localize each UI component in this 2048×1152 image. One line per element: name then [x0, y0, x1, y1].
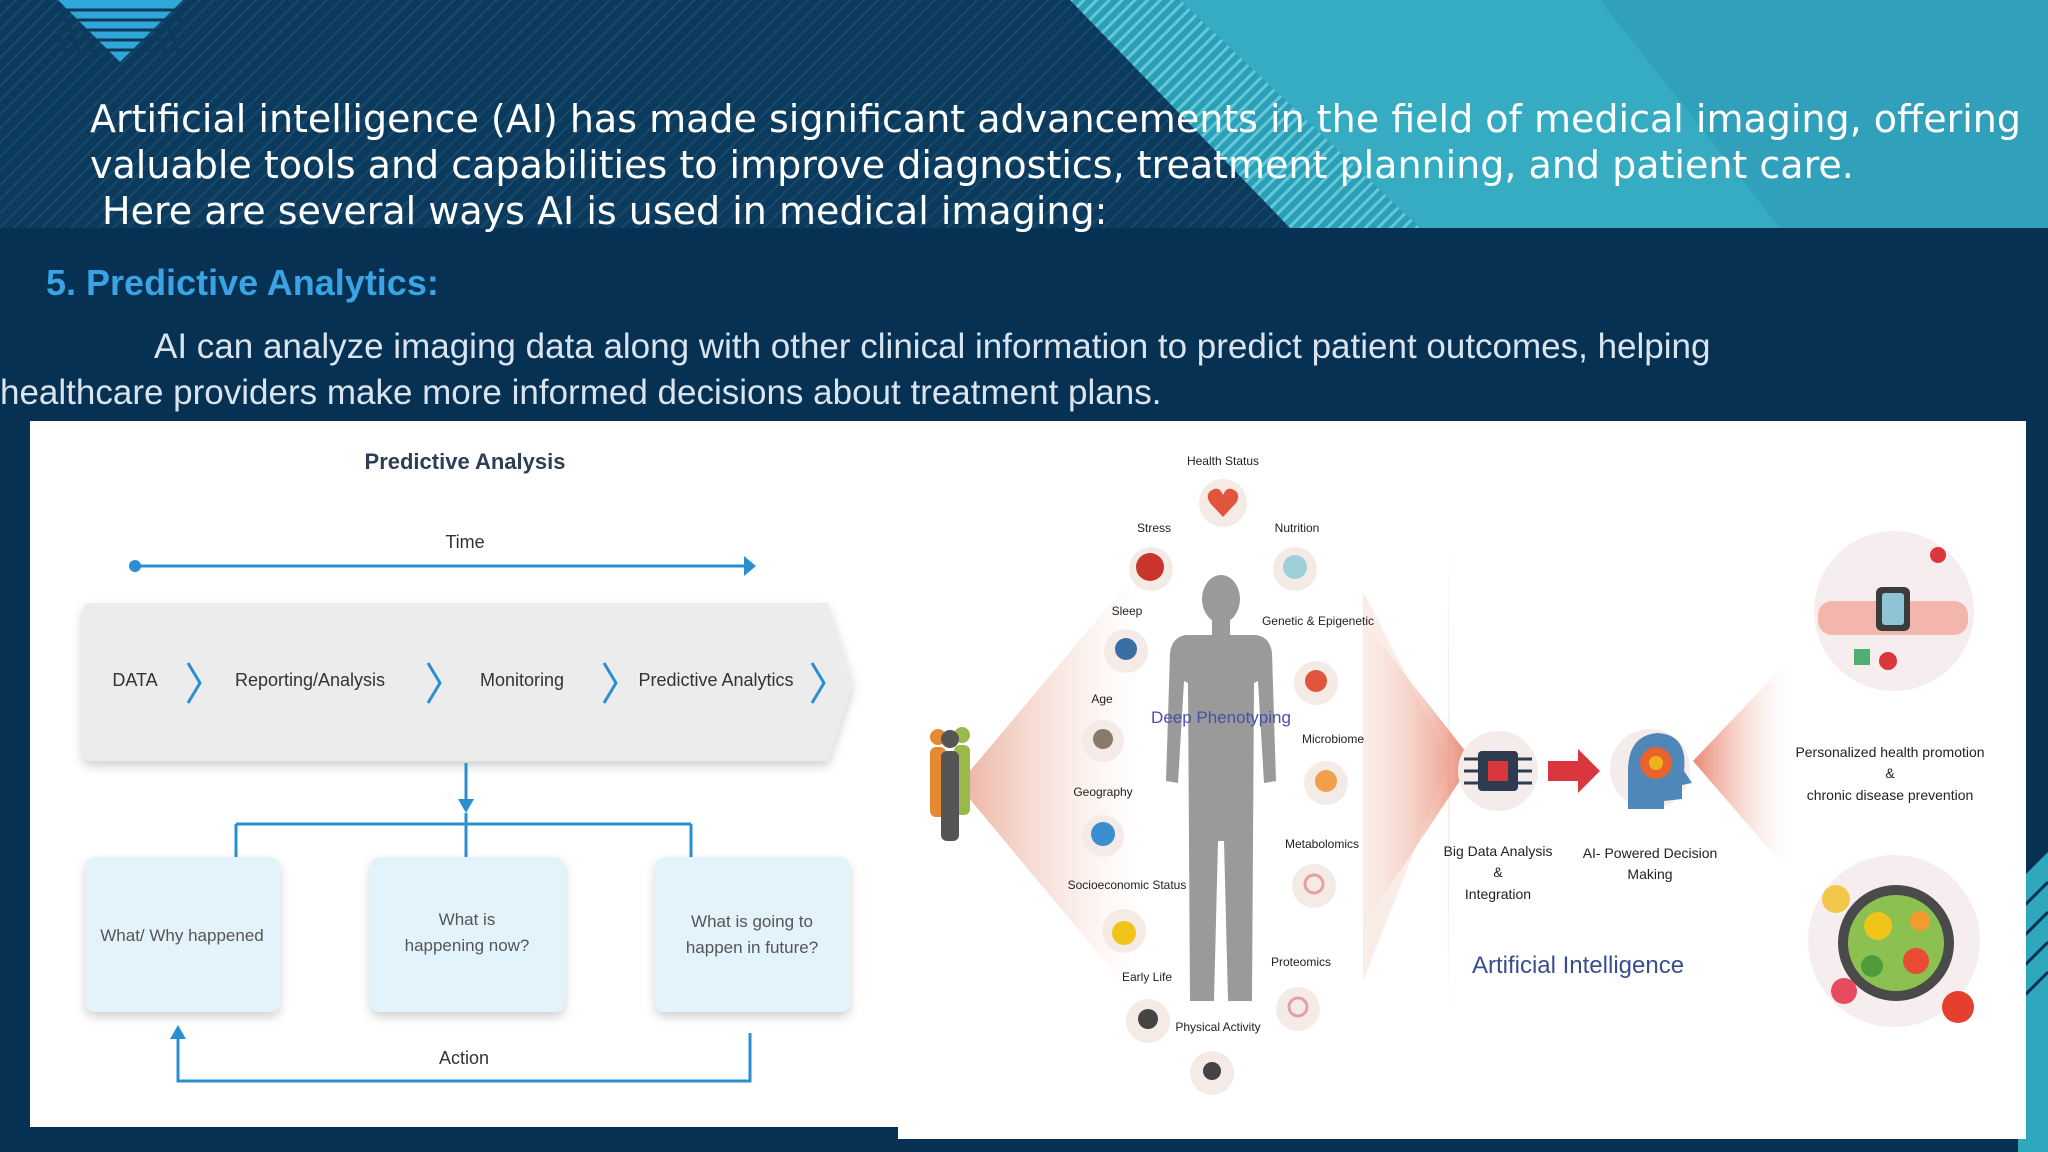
chevron-right-icon	[426, 662, 442, 704]
human-silhouette-icon	[1166, 575, 1276, 1001]
factor-label: Genetic & Epigenetic	[1262, 614, 1374, 628]
stages-band	[82, 603, 853, 761]
intro-paragraph: Artificial intelligence (AI) has made si…	[90, 96, 2021, 234]
diagram-title: Predictive Analysis	[365, 449, 566, 474]
healthy-food-icon	[1808, 855, 1980, 1027]
factor-label: Socioeconomic Status	[1068, 878, 1187, 892]
intro-line: Here are several ways AI is used in medi…	[102, 189, 1108, 233]
chevron-right-icon	[602, 662, 618, 704]
header-band	[0, 0, 2048, 228]
big-data-label: Integration	[1465, 886, 1531, 902]
intro-line: Artificial intelligence (AI) has made si…	[90, 97, 2021, 141]
factor-label: Stress	[1137, 521, 1171, 535]
predictive-analysis-diagram: Predictive Analysis Time DATA Reporting/…	[82, 449, 853, 1083]
right-arrow-icon	[1548, 749, 1600, 793]
factor-label: Age	[1091, 692, 1113, 706]
time-arrowhead	[744, 556, 756, 576]
stage-reporting: Reporting/Analysis	[235, 670, 385, 690]
factor-label: Proteomics	[1271, 955, 1331, 969]
funnel-left	[958, 571, 1138, 1001]
up-arrow-icon	[170, 1025, 186, 1039]
action-label: Action	[439, 1048, 489, 1068]
box-past-text: What/ Why happened	[100, 926, 263, 945]
body-paragraph: AI can analyze imaging data along with o…	[0, 324, 2000, 416]
box-future-text: happen in future?	[686, 938, 818, 957]
predictive-analysis-figure: Predictive Analysis Time DATA Reporting/…	[30, 421, 898, 1127]
chevron-right-icon	[810, 662, 826, 704]
time-start-dot	[129, 560, 141, 572]
branch-connectors	[234, 763, 693, 857]
deep-phenotyping-diagram: Deep Phenotyping	[930, 454, 1985, 1095]
funnel-to-ai	[1360, 617, 1473, 931]
time-label: Time	[445, 532, 484, 552]
factor-label: Sleep	[1112, 604, 1143, 618]
chevron-right-icon	[186, 662, 202, 704]
box-future	[655, 857, 850, 1012]
metabolomics-icon	[1292, 864, 1336, 908]
box-past	[85, 857, 280, 1012]
big-data-label: Big Data Analysis	[1444, 843, 1553, 859]
big-data-chip-icon	[1458, 731, 1538, 811]
factor-label: Microbiome	[1302, 732, 1364, 746]
factor-label: Metabolomics	[1285, 837, 1359, 851]
box-present-text: happening now?	[405, 936, 530, 955]
intro-line: valuable tools and capabilities to impro…	[90, 143, 1854, 187]
funnel-to-outcomes	[1693, 661, 1788, 871]
outcome-label: &	[1885, 765, 1895, 781]
factor-label: Health Status	[1187, 454, 1259, 468]
factor-label: Early Life	[1122, 970, 1172, 984]
body-line: healthcare providers make more informed …	[0, 373, 1162, 412]
stage-predictive: Predictive Analytics	[638, 670, 793, 690]
box-present	[370, 857, 565, 1012]
action-loop	[176, 1033, 752, 1083]
wearable-watch-icon	[1814, 531, 1974, 691]
heart-icon	[1207, 488, 1239, 517]
box-future-text: What is going to	[691, 912, 813, 931]
box-present-text: What is	[439, 910, 496, 929]
down-arrow-icon	[458, 799, 474, 813]
section-heading: 5. Predictive Analytics:	[46, 262, 439, 303]
corner-decoration	[58, 0, 183, 62]
decision-label: AI- Powered Decision	[1583, 845, 1718, 861]
big-data-label: &	[1493, 864, 1503, 880]
decision-label: Making	[1627, 866, 1672, 882]
stage-data: DATA	[112, 670, 157, 690]
ai-head-icon	[1610, 729, 1692, 809]
deep-phenotyping-figure: Deep Phenotyping	[898, 421, 2026, 1139]
stage-monitoring: Monitoring	[480, 670, 564, 690]
deep-phenotyping-label: Deep Phenotyping	[1151, 708, 1291, 727]
factor-icons	[1082, 479, 1348, 1095]
ai-label: Artificial Intelligence	[1472, 952, 1684, 979]
factor-label: Geography	[1073, 785, 1132, 799]
chevron-icons	[186, 662, 826, 704]
factor-label: Physical Activity	[1175, 1020, 1260, 1034]
outcome-label: Personalized health promotion	[1795, 744, 1984, 760]
population-icon	[930, 727, 970, 841]
proteomics-icon	[1276, 987, 1320, 1031]
factor-label: Nutrition	[1275, 521, 1320, 535]
outcome-label: chronic disease prevention	[1807, 787, 1974, 803]
body-line: AI can analyze imaging data along with o…	[154, 327, 1711, 366]
